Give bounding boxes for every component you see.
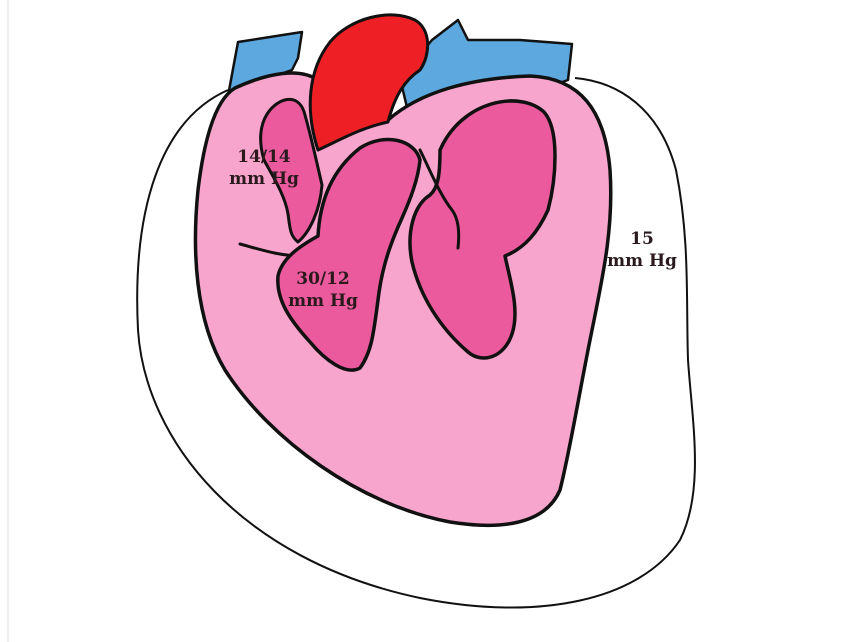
- right-ventricle-pressure-line1: 30/12: [296, 269, 350, 289]
- pericardial-pressure-line2: mm Hg: [607, 251, 677, 271]
- right-ventricle-pressure-line2: mm Hg: [288, 291, 358, 311]
- pericardial-pressure-line1: 15: [630, 229, 654, 249]
- right-atrium-pressure-line1: 14/14: [237, 147, 291, 167]
- right-atrium-pressure-line2: mm Hg: [229, 169, 299, 189]
